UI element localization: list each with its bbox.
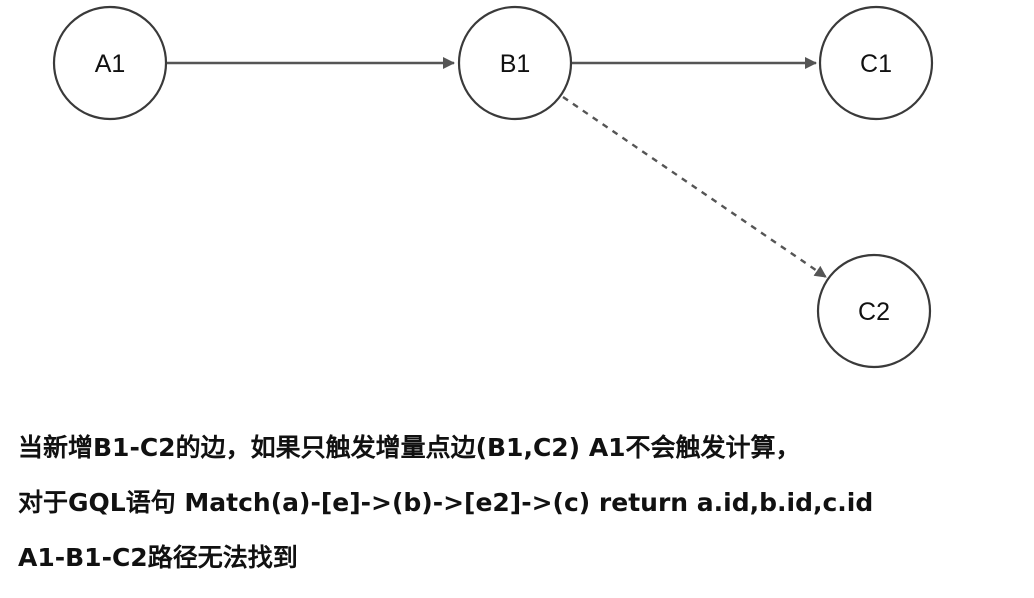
- node-c1: C1: [818, 5, 934, 121]
- node-c2-label: C2: [858, 298, 890, 326]
- node-a1-label: A1: [95, 50, 126, 78]
- caption-line-1: 当新增B1-C2的边，如果只触发增量点边(B1,C2) A1不会触发计算，: [18, 433, 801, 462]
- node-a1: A1: [52, 5, 168, 121]
- caption-text: 当新增B1-C2的边，如果只触发增量点边(B1,C2) A1不会触发计算， 对于…: [18, 420, 1018, 585]
- node-b1: B1: [457, 5, 573, 121]
- node-b1-label: B1: [500, 50, 531, 78]
- edge-b1-c2-dashed: [562, 96, 827, 278]
- node-c2: C2: [816, 253, 932, 369]
- caption-line-3: A1-B1-C2路径无法找到: [18, 543, 298, 572]
- caption-line-2: 对于GQL语句 Match(a)-[e]->(b)->[e2]->(c) ret…: [18, 488, 874, 517]
- node-c1-label: C1: [860, 50, 892, 78]
- graph-diagram: A1 B1 C1 C2: [52, 5, 934, 369]
